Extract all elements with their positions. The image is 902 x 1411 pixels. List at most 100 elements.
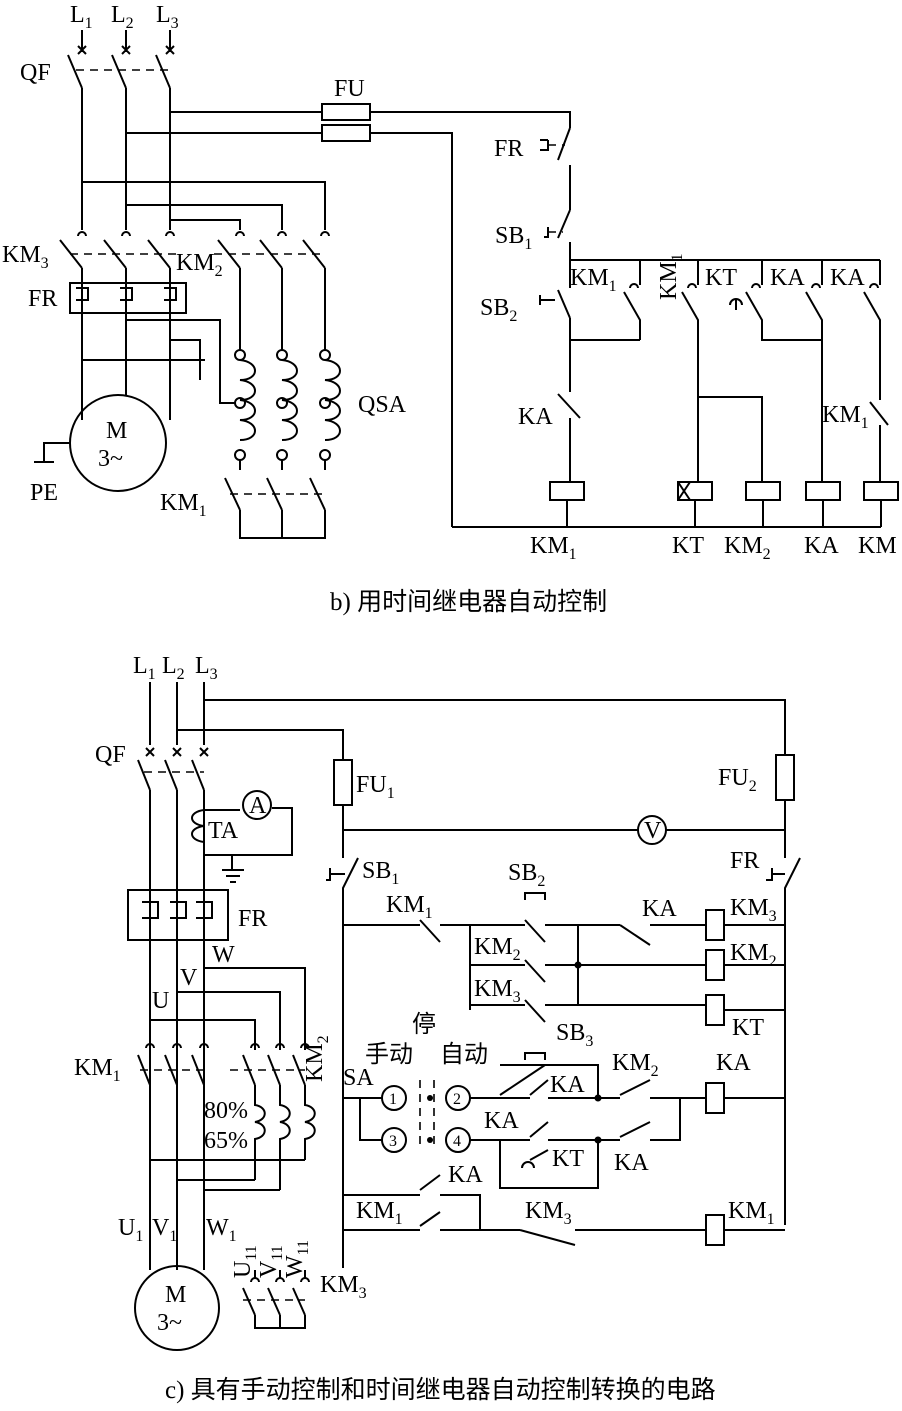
c-km2-label: KM2 [302,1035,332,1082]
c-tap-65: 65% [204,1128,248,1154]
ka-start-label: KA [518,404,553,430]
c-terminal-u: U [152,988,169,1014]
c-km2-par-label: KM2 [474,934,521,964]
overload-fr-main: FR [28,282,187,314]
km1-star-label: KM1 [160,490,207,520]
c-voltmeter-label: V [644,818,662,844]
c-neutral-w11: W11 [282,1240,312,1278]
breaker-label: QF [20,60,51,86]
autotransformer-qsa: QSA [82,268,407,470]
c-fu1-label: FU1 [356,772,395,802]
phase-label-l2: L2 [111,2,134,32]
km1-vert-label: KM1 [656,253,686,300]
kt-contact-label: KT [705,265,737,291]
c-motor: M 3~ [134,1265,220,1351]
c-phase-l2: L2 [162,653,185,683]
c-phase-l3: L3 [195,653,218,683]
c-sa-pos-4: 4 [453,1133,461,1150]
fr-ctrl-label: FR [494,136,523,162]
c-autotransformer: 80% 65% [150,1085,316,1191]
c-motor-phase: 3~ [157,1310,182,1336]
c-neutral-u11: U11 [230,1245,260,1278]
c-terminal-v: V [180,965,198,991]
km1-hold-label: KM1 [570,265,617,295]
c-fr-ctrl-label: FR [730,848,759,874]
c-coil-km1-label: KM1 [728,1198,775,1228]
c-km1-bot-label: KM1 [356,1198,403,1228]
c-coil-km2-label: KM2 [730,940,777,970]
c-neutral-v11: V11 [256,1245,286,1278]
coil-label-ka: KA [804,533,839,559]
diagram-b: L1 L2 L3 QF FU KM3 [2,2,899,616]
c-km1-label: KM1 [74,1055,121,1085]
c-sa-label: SA [343,1065,374,1091]
c-sa-auto: 自动 [440,1041,488,1068]
ka1-contact-label: KA [770,265,805,291]
c-ammeter-label: A [249,793,267,819]
c-ta-label: TA [208,818,239,844]
km3-km2-contacts: KM3 KM2 [2,231,330,280]
c-motor-v1: V1 [152,1215,177,1245]
c-sa-pos-1: 1 [389,1091,397,1108]
fuse-label: FU [334,76,365,102]
c-phase-l1: L1 [133,653,156,683]
c-km3-label: KM3 [320,1272,367,1302]
coil-label-kt: KT [672,533,704,559]
phase-label-l3: L3 [156,2,179,32]
c-control-circuit: FU1 FU2 V SB1 FR KM1 SB2 KA KM3 [326,754,801,1268]
caption-b: b) 用时间继电器自动控制 [330,588,607,616]
coil-km1-b [549,481,585,501]
c-fu2-label: FU2 [718,765,757,795]
c-terminal-w: W [212,942,235,968]
c-sa-pos-2: 2 [453,1091,461,1108]
c-ka-bot-label: KA [448,1162,483,1188]
sb1-label: SB1 [495,223,532,253]
c-breaker-qf: QF [95,742,209,791]
coil-label-km2: KM2 [724,533,771,563]
caption-c: c) 具有手动控制和时间继电器自动控制转换的电路 [165,1376,716,1404]
diagram-c: L1 L2 L3 QF A TA FR W V U [74,653,801,1404]
qsa-label: QSA [358,392,407,418]
c-km2-r1-label: KM2 [612,1050,659,1080]
phase-label-l1: L1 [70,2,93,32]
c-km3-contacts: KM3 [242,1270,367,1329]
c-ka-r2-label: KA [484,1108,519,1134]
coil-label-km1: KM1 [530,533,577,563]
km2-label: KM2 [176,250,223,280]
c-motor-w1: W1 [206,1215,237,1245]
c-km1-main: KM1 [74,1043,209,1086]
coil-ka-b [805,481,841,501]
c-coil-km3-label: KM3 [730,895,777,925]
c-breaker-label: QF [95,742,126,768]
c-km3-par-label: KM3 [474,976,521,1006]
c-ka-top-label: KA [642,896,677,922]
c-km3-bot-label: KM3 [525,1198,572,1228]
c-ka-r1-label: KA [550,1072,585,1098]
c-km1-top-label: KM1 [386,892,433,922]
coil-km2-b [745,481,781,501]
fr-main-label: FR [28,286,57,312]
c-sa-pos-3: 3 [389,1133,397,1150]
c-fr-main-label: FR [238,906,267,932]
ground-label: PE [30,480,58,506]
fuses-fu: FU [126,76,571,527]
motor-b-label: M [106,418,127,444]
c-coil-ka-label: KA [716,1050,751,1076]
c-kt-r2-label: KT [552,1146,584,1172]
km3-label: KM3 [2,242,49,272]
control-circuit-b: FR SB1 SB2 KM1 KA KM1 KT KA KA KM1 [452,127,899,563]
motor-b: M 3~ PE [30,394,167,506]
coil-km-b [863,481,899,501]
km1-star-contacts: KM1 [160,477,326,539]
motor-b-phase: 3~ [98,446,123,472]
km1-nc-label: KM1 [822,402,869,432]
ka2-contact-label: KA [830,265,865,291]
c-tap-80: 80% [204,1098,248,1124]
c-motor-label: M [165,1282,186,1308]
c-ka-r2b-label: KA [614,1150,649,1176]
c-km2-main: KM2 [230,1035,332,1086]
c-sa-manual: 手动 [365,1041,413,1068]
c-motor-u1: U1 [118,1215,143,1245]
c-sb3-label: SB3 [556,1020,593,1050]
